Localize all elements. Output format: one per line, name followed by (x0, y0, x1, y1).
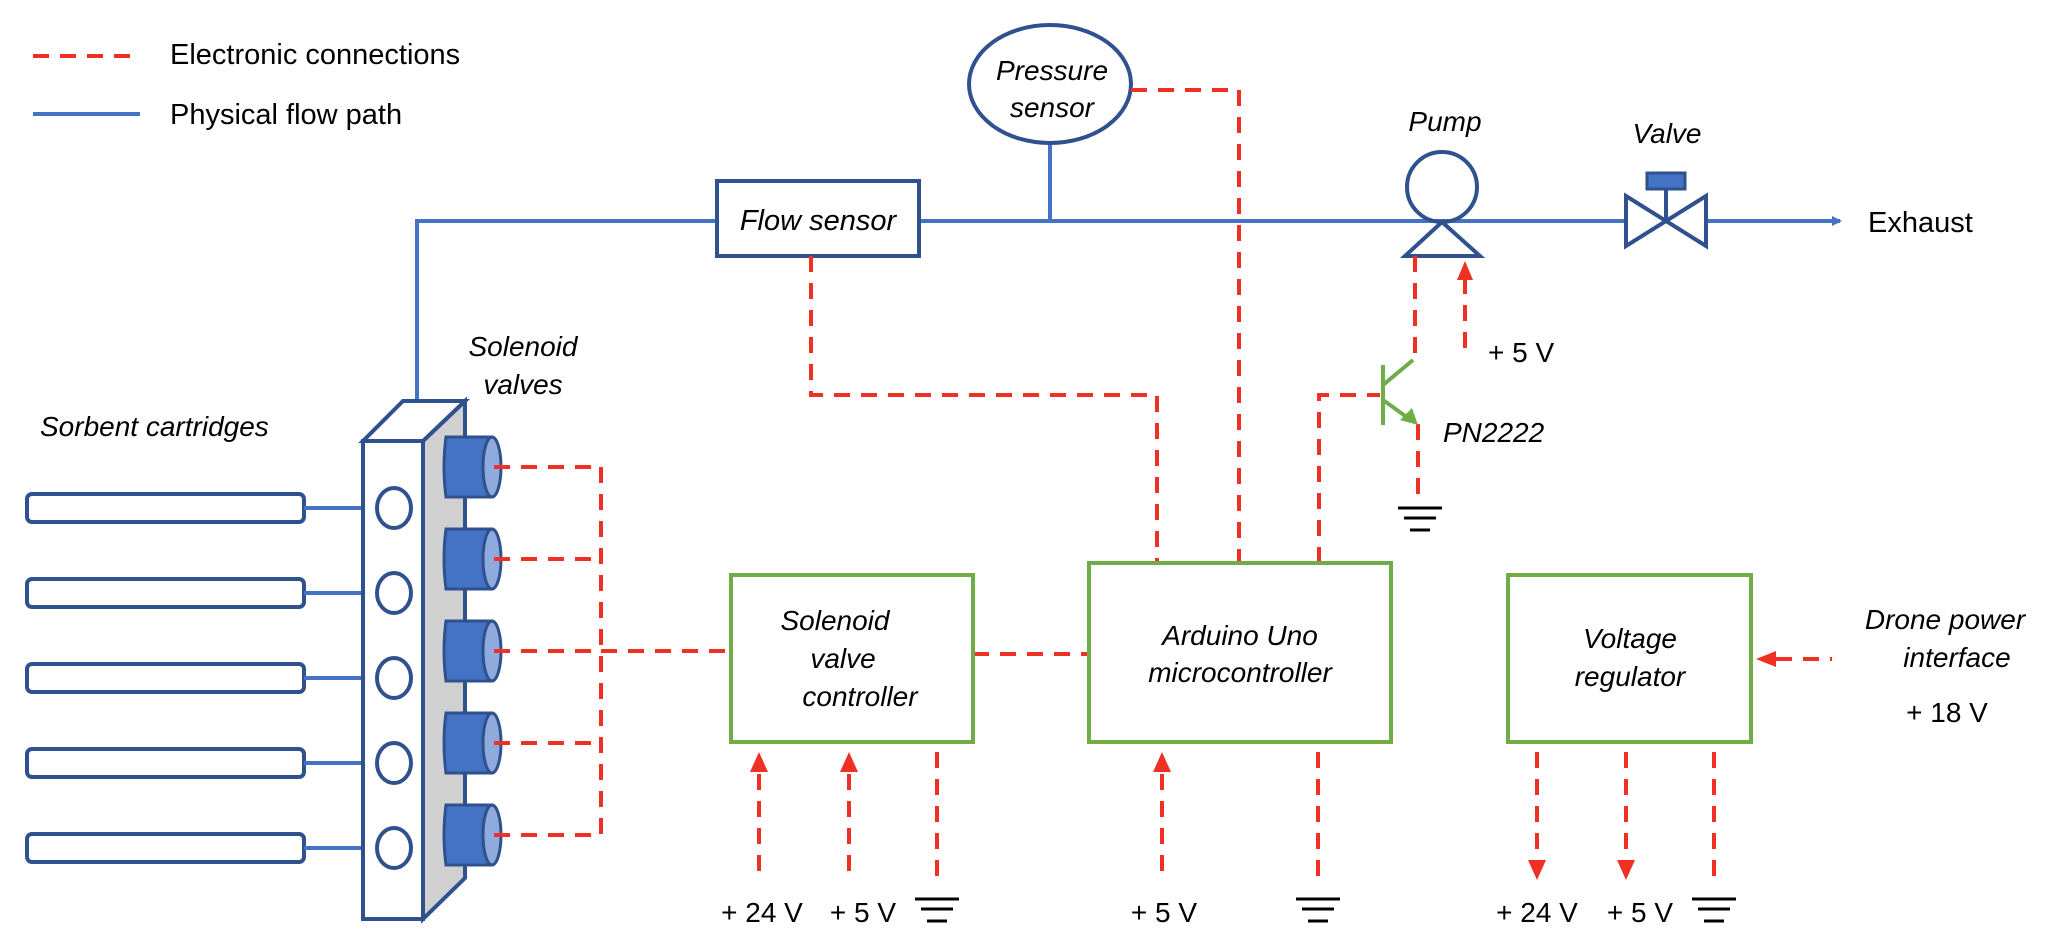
transistor-pn2222: PN2222 (1381, 358, 1545, 448)
ar-5v-line (1153, 752, 1171, 880)
sc-24v-label: + 24 V (721, 897, 803, 928)
cartridge (25, 577, 363, 609)
pressure-sensor: Pressure sensor (967, 23, 1133, 145)
cartridge (25, 747, 363, 779)
sc-5v-label: + 5 V (830, 897, 896, 928)
solenoid-valve (442, 619, 601, 683)
ground-icon (915, 897, 959, 923)
cartridge (25, 492, 363, 524)
manifold-port (375, 571, 413, 615)
vr-5v-line (1617, 752, 1635, 880)
svg-text:microcontroller: microcontroller (1148, 657, 1333, 688)
solenoid-valves-label-2: valves (483, 369, 562, 400)
ar-5v-label: + 5 V (1131, 897, 1197, 928)
manifold-port (375, 741, 413, 785)
svg-text:valve: valve (810, 643, 875, 674)
svg-text:controller: controller (802, 681, 919, 712)
manifold-port (375, 826, 413, 870)
pump-supply-label: + 5 V (1488, 337, 1554, 368)
sorbent-cartridges-label: Sorbent cartridges (40, 411, 269, 442)
cartridge (25, 662, 363, 694)
arduino-uno: Arduino Uno microcontroller (1087, 561, 1393, 744)
svg-text:+ 18 V: + 18 V (1906, 697, 1988, 728)
flow-sensor: Flow sensor (715, 179, 921, 258)
solenoid-valves (442, 435, 601, 867)
drone-power-interface: Drone power interface + 18 V (1865, 604, 2027, 728)
ar-ground-line (1296, 752, 1340, 923)
legend: Electronic connections Physical flow pat… (33, 39, 460, 131)
pump-label: Pump (1408, 106, 1481, 137)
valve-label: Valve (1632, 118, 1701, 149)
power-supplies (750, 752, 1736, 923)
pump: Pump (1399, 106, 1486, 258)
pressure-sensor-label-1: Pressure (996, 55, 1108, 86)
sc-ground-line (915, 752, 959, 923)
svg-text:Drone power: Drone power (1865, 604, 2027, 635)
solenoid-valve (442, 435, 601, 499)
svg-text:interface: interface (1903, 642, 2010, 673)
ground-icon (1398, 506, 1442, 532)
transistor-label: PN2222 (1443, 417, 1545, 448)
solenoid-valve (442, 711, 601, 775)
svg-text:Voltage: Voltage (1583, 623, 1677, 654)
vr-5v-label: + 5 V (1607, 897, 1673, 928)
vr-24v-label: + 24 V (1496, 897, 1578, 928)
pressure-sensor-label-2: sensor (1010, 92, 1096, 123)
sorbent-cartridges (25, 492, 363, 864)
electronic-connections (599, 88, 1832, 835)
solenoid-valve (442, 803, 601, 867)
flow-path (415, 142, 1842, 401)
sc-24v-line (750, 752, 768, 880)
flow-sensor-label: Flow sensor (740, 205, 898, 237)
valve: Valve (1624, 118, 1708, 250)
legend-flow-label: Physical flow path (170, 99, 402, 131)
sc-5v-line (840, 752, 858, 880)
svg-text:Arduino Uno: Arduino Uno (1160, 620, 1318, 651)
legend-electronic-label: Electronic connections (170, 39, 460, 71)
solenoid-valve-controller: Solenoid valve controller (729, 573, 975, 744)
ground-icon (1692, 897, 1736, 923)
voltage-regulator: Voltage regulator (1506, 573, 1753, 744)
vr-24v-line (1528, 752, 1546, 880)
solenoid-valves-label-1: Solenoid (469, 331, 579, 362)
ground-icon (1296, 897, 1340, 923)
manifold-port (375, 486, 413, 530)
vr-ground-line (1692, 752, 1736, 923)
svg-text:Solenoid: Solenoid (781, 605, 891, 636)
solenoid-valve (442, 527, 601, 591)
exhaust-label: Exhaust (1868, 207, 1973, 239)
cartridge (25, 832, 363, 864)
svg-text:regulator: regulator (1575, 661, 1687, 692)
manifold-port (375, 656, 413, 700)
